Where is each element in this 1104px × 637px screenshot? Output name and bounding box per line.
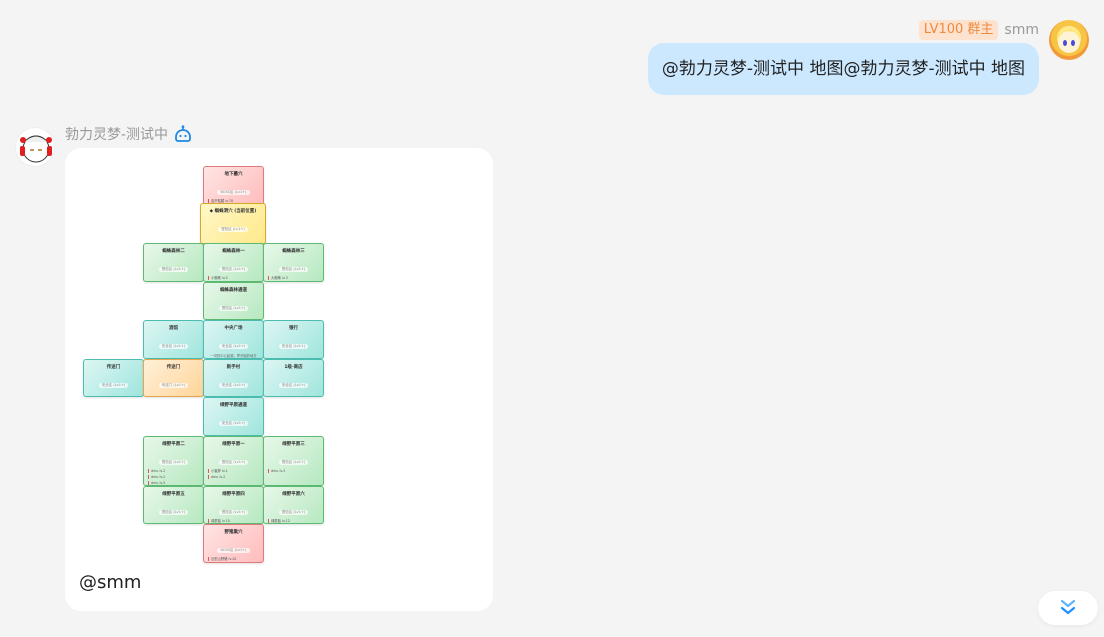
anime-avatar-icon bbox=[1057, 30, 1081, 53]
map-cell: 绿野平原四冒险区 (Lv1+) 绿蘑菇 lv.10 bbox=[203, 485, 264, 525]
map-cell-name: ◆ 蜘蛛洞穴 (当前位置) bbox=[209, 208, 257, 214]
map-cell-zone-tag: 冒险区 (Lv1+) bbox=[158, 459, 189, 465]
map-cell-name: 绿野平原五 bbox=[162, 491, 185, 497]
map-cell: 绿野平原三冒险区 (Lv1+) dmu lv.3 bbox=[263, 435, 324, 486]
map-cell: 1级·商店安全区 (Lv1+) bbox=[263, 358, 324, 397]
bot-message-meta: 勃力灵梦-测试中 bbox=[65, 124, 192, 144]
map-cell: 野猪巢穴 BOSS区 (Lv1+) 巨型山野猪 lv.20 bbox=[203, 524, 264, 563]
map-cell-name: 新手村 bbox=[226, 364, 241, 370]
map-cell-entity: 小蜘蛛 lv.2 bbox=[208, 276, 263, 280]
map-cell-entity: dmu lv.3 bbox=[268, 468, 323, 473]
robot-icon bbox=[175, 125, 191, 142]
game-map-image[interactable]: 地下墓穴 BOSS区 (Lv1+) 金币骷髅 lv.70 ◆ 蜘蛛洞穴 (当前位置) 冒… bbox=[83, 166, 333, 566]
map-cell-zone-tag: 冒险区 (Lv1+) bbox=[278, 459, 309, 465]
map-cell: 蜘蛛森林二冒险区 (Lv1+) bbox=[143, 243, 204, 282]
map-cell: 蜘蛛森林通道冒险区 (Lv1+) bbox=[203, 281, 264, 320]
map-cell-zone-tag: 安全区 (Lv1+) bbox=[218, 421, 249, 426]
self-message-bubble[interactable]: @勃力灵梦-测试中 地图@勃力灵梦-测试中 地图 bbox=[647, 43, 1039, 95]
map-cell-name: 中央广场 bbox=[224, 326, 243, 331]
map-cell-zone-tag: 安全区 (Lv1+) bbox=[278, 382, 309, 388]
map-cell-zone-tag: 冒险区 (Lv1+) bbox=[158, 267, 189, 272]
map-cell-zone-tag: 安全区 (Lv1+) bbox=[218, 344, 249, 349]
map-cell-zone-tag: 安全区 (Lv1+) bbox=[278, 344, 309, 349]
map-cell: ◆ 蜘蛛洞穴 (当前位置) 冒险区 (Lv1+) bbox=[200, 202, 266, 244]
map-cell-zone-tag: 冒险区 (Lv1+) bbox=[218, 267, 249, 272]
map-cell-zone-tag: BOSS区 (Lv1+) bbox=[217, 190, 250, 195]
map-cell-zone-tag: 冒险区 (Lv1+) bbox=[218, 509, 249, 515]
map-cell-entity: 大蜘蛛 lv.3 bbox=[268, 276, 323, 280]
bot-message-card: 地下墓穴 BOSS区 (Lv1+) 金币骷髅 lv.70 ◆ 蜘蛛洞穴 (当前位置) 冒… bbox=[65, 148, 493, 611]
map-cell: 地下墓穴 BOSS区 (Lv1+) 金币骷髅 lv.70 bbox=[203, 166, 264, 205]
map-cell: 传送门安全区 (Lv1+) bbox=[83, 358, 144, 397]
map-cell-zone-tag: 冒险区 (Lv1+) bbox=[218, 459, 249, 465]
map-cell-name: 蜘蛛森林一 bbox=[222, 249, 245, 254]
self-message-meta: LV100 群主 smm bbox=[918, 20, 1039, 40]
map-cell-name: 酒馆 bbox=[169, 326, 178, 331]
map-cell-entity: 绿蘑菇 lv.12 bbox=[268, 518, 323, 523]
map-cell-entity: dmu lv.2 bbox=[148, 474, 203, 479]
map-cell-zone-tag: 冒险区 (Lv1+) bbox=[278, 509, 309, 515]
map-cell-entity: 绿蘑菇 lv.10 bbox=[208, 518, 263, 523]
scroll-to-bottom-button[interactable] bbox=[1038, 591, 1098, 625]
map-cell-zone-tag: 冒险区 (Lv1+) bbox=[218, 226, 248, 232]
map-cell-name: 传送门 bbox=[166, 364, 181, 370]
map-cell-name: 绿野平原二 bbox=[162, 441, 185, 447]
map-cell: 蜘蛛森林一冒险区 (Lv1+) 小蜘蛛 lv.2 bbox=[203, 243, 264, 282]
map-cell-name: 地下墓穴 bbox=[224, 172, 243, 177]
map-cell-entity: 金币骷髅 lv.70 bbox=[208, 199, 263, 203]
bot-sender-name[interactable]: 勃力灵梦-测试中 bbox=[65, 127, 169, 143]
map-cell-zone-tag: 冒险区 (Lv1+) bbox=[218, 305, 249, 311]
map-cell: 绿野平原六冒险区 (Lv1+) 绿蘑菇 lv.12 bbox=[263, 485, 324, 525]
map-cell-name: 1级·商店 bbox=[284, 364, 303, 370]
map-cell-zone-tag: 冒险区 (Lv1+) bbox=[158, 509, 189, 515]
map-cell-name: 蜘蛛森林二 bbox=[162, 249, 185, 254]
self-sender-name[interactable]: smm bbox=[1004, 22, 1039, 38]
map-cell-zone-tag: 传送门 (Lv1+) bbox=[158, 382, 189, 388]
map-cell: 银行安全区 (Lv1+) bbox=[263, 320, 324, 359]
map-cell: 绿野平原通道安全区 (Lv1+) bbox=[203, 397, 264, 436]
map-cell-name: 绿野平原四 bbox=[222, 491, 245, 497]
self-avatar[interactable] bbox=[1049, 20, 1089, 60]
map-cell-name: 绿野平原通道 bbox=[220, 403, 247, 408]
map-cell-name: 传送门 bbox=[106, 364, 121, 370]
bot-message-text: @smm bbox=[79, 572, 142, 593]
level-badge: LV100 群主 bbox=[918, 20, 999, 40]
map-cell-name: 银行 bbox=[289, 326, 298, 331]
map-cell: 绿野平原五冒险区 (Lv1+) bbox=[143, 485, 204, 525]
anime-avatar-icon bbox=[20, 135, 52, 163]
map-cell-name: 绿野平原三 bbox=[282, 441, 305, 447]
map-cell-zone-tag: 安全区 (Lv1+) bbox=[98, 382, 129, 388]
map-cell-entity: dmu lv.3 bbox=[148, 480, 203, 485]
map-cell-name: 蜘蛛森林通道 bbox=[220, 287, 247, 293]
map-cell-name: 蜘蛛森林三 bbox=[282, 249, 305, 254]
map-cell-zone-tag: 安全区 (Lv1+) bbox=[158, 344, 189, 349]
map-cell-entity: 小蜜蜂 lv.1 bbox=[208, 468, 263, 473]
map-cell-name: 绿野平原六 bbox=[282, 491, 305, 497]
map-cell: 蜘蛛森林三冒险区 (Lv1+) 大蜘蛛 lv.3 bbox=[263, 243, 324, 282]
map-cell-zone-tag: BOSS区 (Lv1+) bbox=[217, 548, 250, 554]
map-cell-entity: dmu lv.2 bbox=[148, 468, 203, 473]
map-cell-entity: 巨型山野猪 lv.20 bbox=[208, 557, 263, 562]
map-cell-zone-tag: 安全区 (Lv1+) bbox=[218, 382, 249, 388]
map-cell-entity: dmu lv.2 bbox=[208, 474, 263, 479]
map-cell-name: 野猪巢穴 bbox=[224, 530, 243, 536]
map-cell-description: 一切的中心起源，梦开始的地方 bbox=[210, 354, 257, 358]
map-cell-zone-tag: 冒险区 (Lv1+) bbox=[278, 267, 309, 272]
map-cell-name: 绿野平原一 bbox=[222, 441, 245, 447]
map-cell: 新手村安全区 (Lv1+) bbox=[203, 358, 264, 397]
bot-avatar[interactable] bbox=[15, 127, 55, 167]
double-chevron-down-icon bbox=[1060, 599, 1076, 615]
map-cell: 传送门传送门 (Lv1+) bbox=[143, 358, 204, 397]
map-cell: 酒馆安全区 (Lv1+) bbox=[143, 320, 204, 359]
